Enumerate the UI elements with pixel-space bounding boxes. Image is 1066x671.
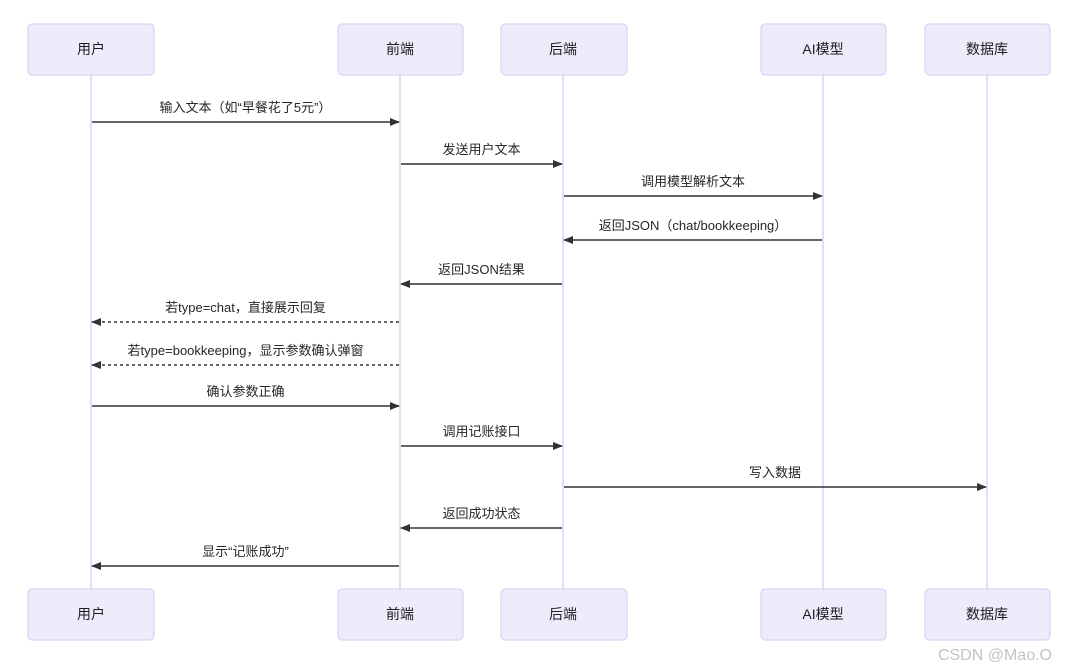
message-label: 输入文本（如“早餐花了5元”） — [160, 100, 332, 115]
actor-label: 前端 — [386, 41, 414, 57]
actor-label: 数据库 — [966, 41, 1008, 57]
watermark-label: CSDN @Mao.O — [938, 647, 1052, 664]
message-label: 返回JSON（chat/bookkeeping） — [599, 218, 788, 233]
actor-rect — [760, 588, 887, 641]
actor-label: 数据库 — [966, 606, 1008, 622]
message-2-frontend-to-backend: 发送用户文本 — [401, 142, 563, 168]
message-3-backend-to-ai: 调用模型解析文本 — [564, 174, 823, 200]
actor-box-header-user[interactable]: 用户 — [27, 23, 155, 76]
messages-layer: 输入文本（如“早餐花了5元”） 发送用户文本调用模型解析文本返回JSON（chat… — [91, 100, 987, 570]
message-10-backend-to-database: 写入数据 — [564, 465, 987, 491]
actor-label: 用户 — [77, 41, 105, 57]
message-label: 写入数据 — [749, 465, 801, 480]
message-label: 确认参数正确 — [206, 384, 284, 399]
actor-box-header-ai[interactable]: AI模型 — [760, 23, 887, 76]
actor-rect — [27, 23, 155, 76]
message-label: 调用模型解析文本 — [641, 174, 745, 189]
actor-label: 后端 — [549, 41, 577, 57]
actor-label: AI模型 — [802, 41, 843, 57]
message-label: 返回JSON结果 — [438, 262, 525, 277]
message-8-user-to-frontend: 确认参数正确 — [92, 384, 400, 410]
actor-label: 前端 — [386, 606, 414, 622]
actor-label: 后端 — [549, 606, 577, 622]
actor-rect — [337, 23, 464, 76]
message-11-backend-to-frontend: 返回成功状态 — [400, 506, 562, 532]
actor-box-footer-backend[interactable]: 后端 — [500, 588, 628, 641]
actor-rect — [500, 23, 628, 76]
actor-label: 用户 — [77, 606, 105, 622]
message-5-backend-to-frontend: 返回JSON结果 — [400, 262, 562, 288]
actor-box-header-backend[interactable]: 后端 — [500, 23, 628, 76]
actor-box-footer-ai[interactable]: AI模型 — [760, 588, 887, 641]
actor-rect — [337, 588, 464, 641]
actor-box-header-frontend[interactable]: 前端 — [337, 23, 464, 76]
actor-rect — [27, 588, 155, 641]
actor-box-footer-user[interactable]: 用户 — [27, 588, 155, 641]
lifelines-layer — [90, 75, 988, 589]
actor-rect — [924, 588, 1051, 641]
message-label: 返回成功状态 — [442, 506, 520, 521]
message-12-frontend-to-user: 显示“记账成功” — [91, 544, 399, 570]
message-9-frontend-to-backend: 调用记账接口 — [401, 424, 563, 450]
message-label: 若type=chat，直接展示回复 — [165, 300, 326, 315]
message-6-frontend-to-user: 若type=chat，直接展示回复 — [91, 300, 399, 326]
message-label: 发送用户文本 — [442, 142, 520, 157]
actor-box-header-database[interactable]: 数据库 — [924, 23, 1051, 76]
actor-rect — [924, 23, 1051, 76]
actor-rect — [500, 588, 628, 641]
actor-box-footer-frontend[interactable]: 前端 — [337, 588, 464, 641]
message-label: 调用记账接口 — [442, 424, 520, 439]
actor-rect — [760, 23, 887, 76]
message-1-user-to-frontend: 输入文本（如“早餐花了5元”） — [92, 100, 400, 126]
actor-label: AI模型 — [802, 606, 843, 622]
message-7-frontend-to-user: 若type=bookkeeping，显示参数确认弹窗 — [91, 343, 399, 369]
message-4-ai-to-backend: 返回JSON（chat/bookkeeping） — [563, 218, 822, 244]
message-label: 若type=bookkeeping，显示参数确认弹窗 — [128, 343, 364, 358]
actor-box-footer-database[interactable]: 数据库 — [924, 588, 1051, 641]
message-label: 显示“记账成功” — [202, 544, 289, 559]
